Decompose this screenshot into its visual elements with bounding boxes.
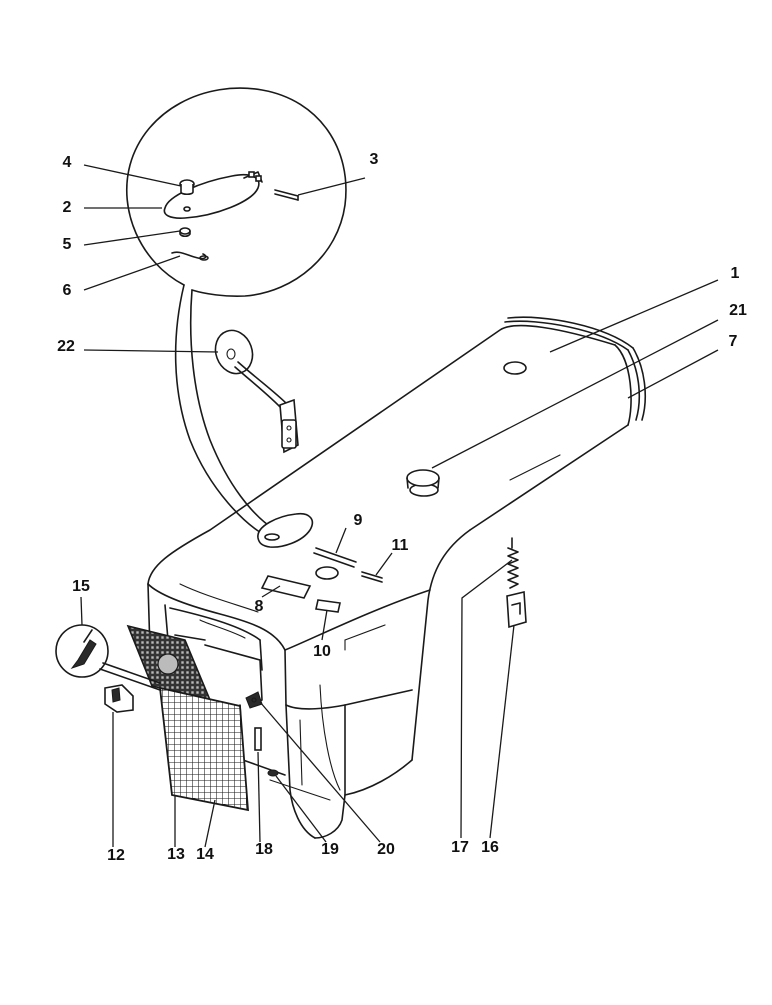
callout-18: 18 (255, 841, 273, 858)
grille-panel-upper (126, 624, 212, 702)
callout-15: 15 (72, 578, 90, 595)
callout-12: 12 (107, 847, 125, 864)
callout-9: 9 (353, 512, 363, 529)
mirror-assembly (214, 329, 299, 454)
screw-detail-circle (55, 624, 161, 691)
callout-6: 6 (62, 282, 72, 299)
callout-3: 3 (369, 151, 379, 168)
detail-pin (274, 189, 299, 201)
top-hole (503, 361, 527, 375)
small-badge (315, 599, 341, 613)
badge-plate (260, 575, 312, 599)
spring (507, 537, 519, 589)
callout-1: 1 (730, 265, 740, 282)
callout-2: 2 (62, 199, 72, 216)
callout-19: 19 (321, 841, 339, 858)
trim-strip-short (361, 571, 383, 583)
locating-pin (254, 727, 262, 751)
callout-20: 20 (377, 841, 395, 858)
callout-22: 22 (57, 338, 75, 355)
callout-13: 13 (167, 846, 185, 863)
callout-10: 10 (313, 643, 331, 660)
rubber-seal-strip (504, 316, 647, 421)
callout-16: 16 (481, 839, 499, 856)
grille-mesh-lower (158, 686, 249, 812)
callout-21: 21 (729, 302, 747, 319)
top-hole-2 (315, 566, 339, 580)
retaining-clip (104, 684, 134, 713)
callout-5: 5 (62, 236, 72, 253)
callout-8: 8 (254, 598, 264, 615)
leader-lines (80, 164, 719, 848)
small-fitting (267, 769, 279, 777)
detail-cover-plate (163, 171, 263, 219)
detail-knob (179, 179, 195, 196)
callout-4: 4 (62, 154, 72, 171)
callout-17: 17 (451, 839, 469, 856)
detail-magnifier-circle (126, 87, 347, 538)
filler-cap (406, 469, 440, 497)
bonnet-body (147, 324, 632, 839)
fixing-bolt (245, 691, 263, 709)
trim-strip-long (313, 547, 357, 568)
detail-spring-clip (171, 251, 209, 261)
detail-nut (179, 227, 191, 238)
oval-cover-plate (257, 512, 314, 548)
callout-11: 11 (391, 537, 409, 554)
catch-latch (506, 591, 527, 629)
callout-7: 7 (728, 333, 738, 350)
callout-14: 14 (196, 846, 214, 863)
